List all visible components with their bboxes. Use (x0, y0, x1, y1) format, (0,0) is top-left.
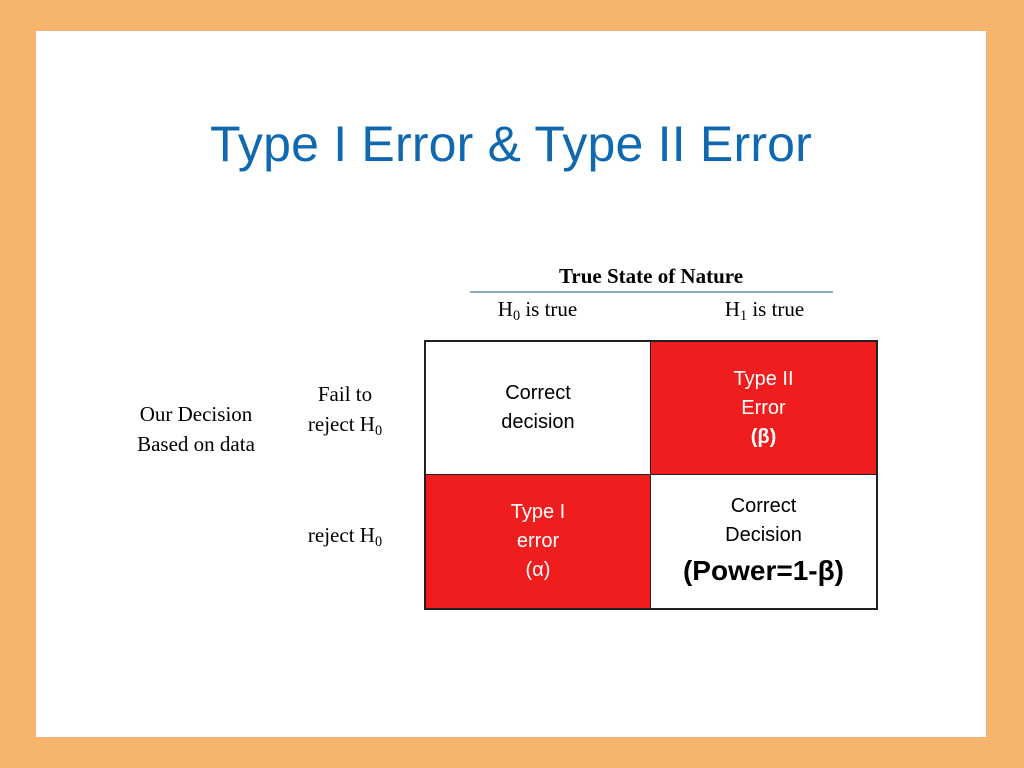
matrix-cell-line: Type II (733, 367, 794, 390)
row-label-reject-subscript: 0 (374, 533, 383, 550)
matrix-cell-line: Type I (510, 501, 566, 523)
matrix-cell-line: decision (501, 411, 575, 433)
column-header-title: True State of Nature (558, 264, 744, 288)
matrix-cell-alpha-symbol: (α) (525, 559, 551, 581)
column-label-h0-subscript: 0 (512, 308, 521, 325)
column-label-h0: H0 is true (424, 297, 651, 325)
matrix-cell-correct-decision-h1: Correct Decision (Power=1-β) (651, 475, 876, 608)
row-group-label: Our Decision Based on data (137, 402, 255, 457)
matrix-cell-power-formula: (Power=1-β) (682, 554, 844, 586)
column-header-labels: H0 is true H1 is true (424, 297, 878, 325)
matrix-cell-line: error (516, 530, 560, 552)
row-label-fail-to-reject-line2: reject H (307, 412, 375, 437)
matrix-cell-type-i-error: Type I error (α) (426, 475, 651, 608)
column-label-h0-tail: is true (520, 297, 578, 322)
column-label-h1-subscript: 1 (739, 308, 748, 325)
matrix-cell-line: Error (741, 396, 786, 419)
matrix-cell-correct-decision-h0: Correct decision (426, 342, 651, 475)
decision-matrix: Correct decision Type II Error (β) Type … (424, 340, 878, 610)
column-header-group: True State of Nature H0 is true H1 is tr… (424, 264, 878, 325)
row-label-reject-line1: reject H (307, 523, 375, 547)
column-label-h1: H1 is true (651, 297, 878, 325)
matrix-cell-line: Decision (725, 523, 802, 546)
column-label-h1-tail: is true (747, 297, 805, 322)
error-matrix-diagram: True State of Nature H0 is true H1 is tr… (36, 31, 986, 737)
column-header-rule (469, 291, 833, 294)
row-label-fail-to-reject: Fail to reject H0 (275, 379, 415, 440)
matrix-cell-line: Correct (730, 494, 797, 517)
column-label-h0-symbol: H (497, 297, 513, 322)
column-label-h1-symbol: H (724, 297, 740, 322)
row-label-fail-to-reject-line1: Fail to (317, 382, 373, 406)
row-label-reject: reject H0 (275, 520, 415, 550)
matrix-cell-beta-symbol: (β) (750, 425, 777, 448)
matrix-cell-type-ii-error: Type II Error (β) (651, 342, 876, 475)
row-label-fail-to-reject-subscript: 0 (374, 423, 383, 440)
matrix-cell-line: Correct (505, 382, 571, 404)
page-title: Type I Error & Type II Error (209, 115, 813, 172)
slide-canvas: Type I Error & Type II Error True State … (36, 31, 986, 737)
